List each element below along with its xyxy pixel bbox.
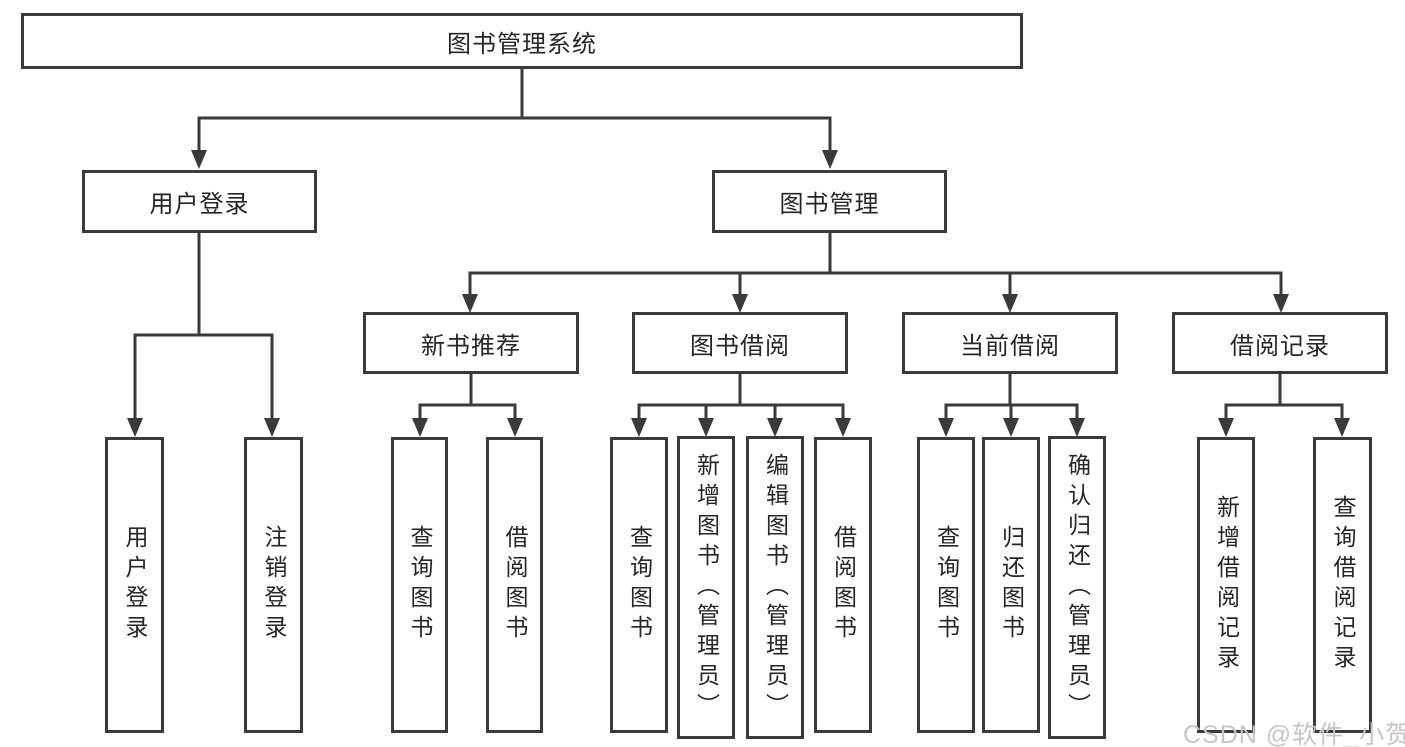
- leaf-edit-book-admin-label: 编辑图书（管理员）: [762, 452, 789, 723]
- node-user-login: 用户登录: [82, 170, 317, 233]
- leaf-logout-label: 注销登录: [261, 525, 287, 645]
- leaf-borrow-books-borrow: 借阅图书: [814, 437, 872, 733]
- leaf-query-borrow-record-label: 查询借阅记录: [1330, 495, 1356, 675]
- connector-newbook-to-leaves: [418, 372, 517, 422]
- node-book-borrow: 图书借阅: [632, 312, 848, 374]
- node-borrow-records-label: 借阅记录: [1230, 332, 1330, 360]
- leaf-query-books-current-label: 查询图书: [933, 525, 960, 645]
- node-user-login-label: 用户登录: [149, 191, 250, 218]
- leaf-return-book: 归还图书: [982, 437, 1040, 733]
- leaf-add-borrow-record-label: 新增借阅记录: [1213, 495, 1240, 675]
- node-new-book-recommend: 新书推荐: [363, 312, 579, 374]
- node-root-label: 图书管理系统: [447, 30, 597, 58]
- csdn-watermark: CSDN @软件_小贺同学: [1183, 721, 1405, 747]
- leaf-query-books-borrow: 查询图书: [610, 437, 668, 733]
- connector-bookmgmt-to-level3: [468, 231, 1283, 298]
- connector-records-to-leaves: [1224, 373, 1344, 422]
- node-book-borrow-label: 图书借阅: [690, 332, 790, 360]
- leaf-add-book-admin-label: 新增图书（管理员）: [693, 452, 720, 723]
- node-current-borrow-label: 当前借阅: [960, 332, 1060, 360]
- node-current-borrow: 当前借阅: [902, 312, 1118, 374]
- leaf-user-login: 用户登录: [105, 437, 164, 733]
- leaf-query-borrow-record: 查询借阅记录: [1313, 437, 1372, 733]
- node-book-management-label: 图书管理: [779, 191, 880, 218]
- leaf-query-books-recommend: 查询图书: [391, 437, 448, 733]
- node-book-management: 图书管理: [712, 170, 947, 233]
- leaf-borrow-books-recommend: 借阅图书: [486, 437, 543, 733]
- connector-bookborrow-to-leaves: [637, 373, 845, 422]
- leaf-add-book-admin: 新增图书（管理员）: [677, 436, 735, 739]
- leaf-user-login-label: 用户登录: [122, 525, 148, 645]
- leaf-query-books-current: 查询图书: [917, 437, 975, 733]
- leaf-logout: 注销登录: [244, 437, 303, 733]
- node-root: 图书管理系统: [21, 13, 1023, 69]
- leaf-confirm-return-admin-label: 确认归还（管理员）: [1064, 452, 1091, 723]
- leaf-borrow-books-recommend-label: 借阅图书: [502, 525, 528, 645]
- node-borrow-records: 借阅记录: [1172, 312, 1388, 374]
- leaf-return-book-label: 归还图书: [998, 525, 1025, 645]
- leaf-borrow-books-borrow-label: 借阅图书: [830, 525, 857, 645]
- leaf-edit-book-admin: 编辑图书（管理员）: [746, 436, 804, 739]
- leaf-query-books-borrow-label: 查询图书: [626, 525, 653, 645]
- node-new-book-recommend-label: 新书推荐: [421, 332, 521, 360]
- connector-currentborrow-to-leaves: [944, 373, 1079, 422]
- leaf-query-books-recommend-label: 查询图书: [407, 525, 433, 645]
- leaf-confirm-return-admin: 确认归还（管理员）: [1048, 436, 1106, 739]
- arrowheads: [127, 150, 1350, 437]
- connector-root-to-level2: [197, 67, 832, 154]
- connector-userlogin-to-leaves: [133, 231, 274, 422]
- leaf-add-borrow-record: 新增借阅记录: [1197, 437, 1255, 733]
